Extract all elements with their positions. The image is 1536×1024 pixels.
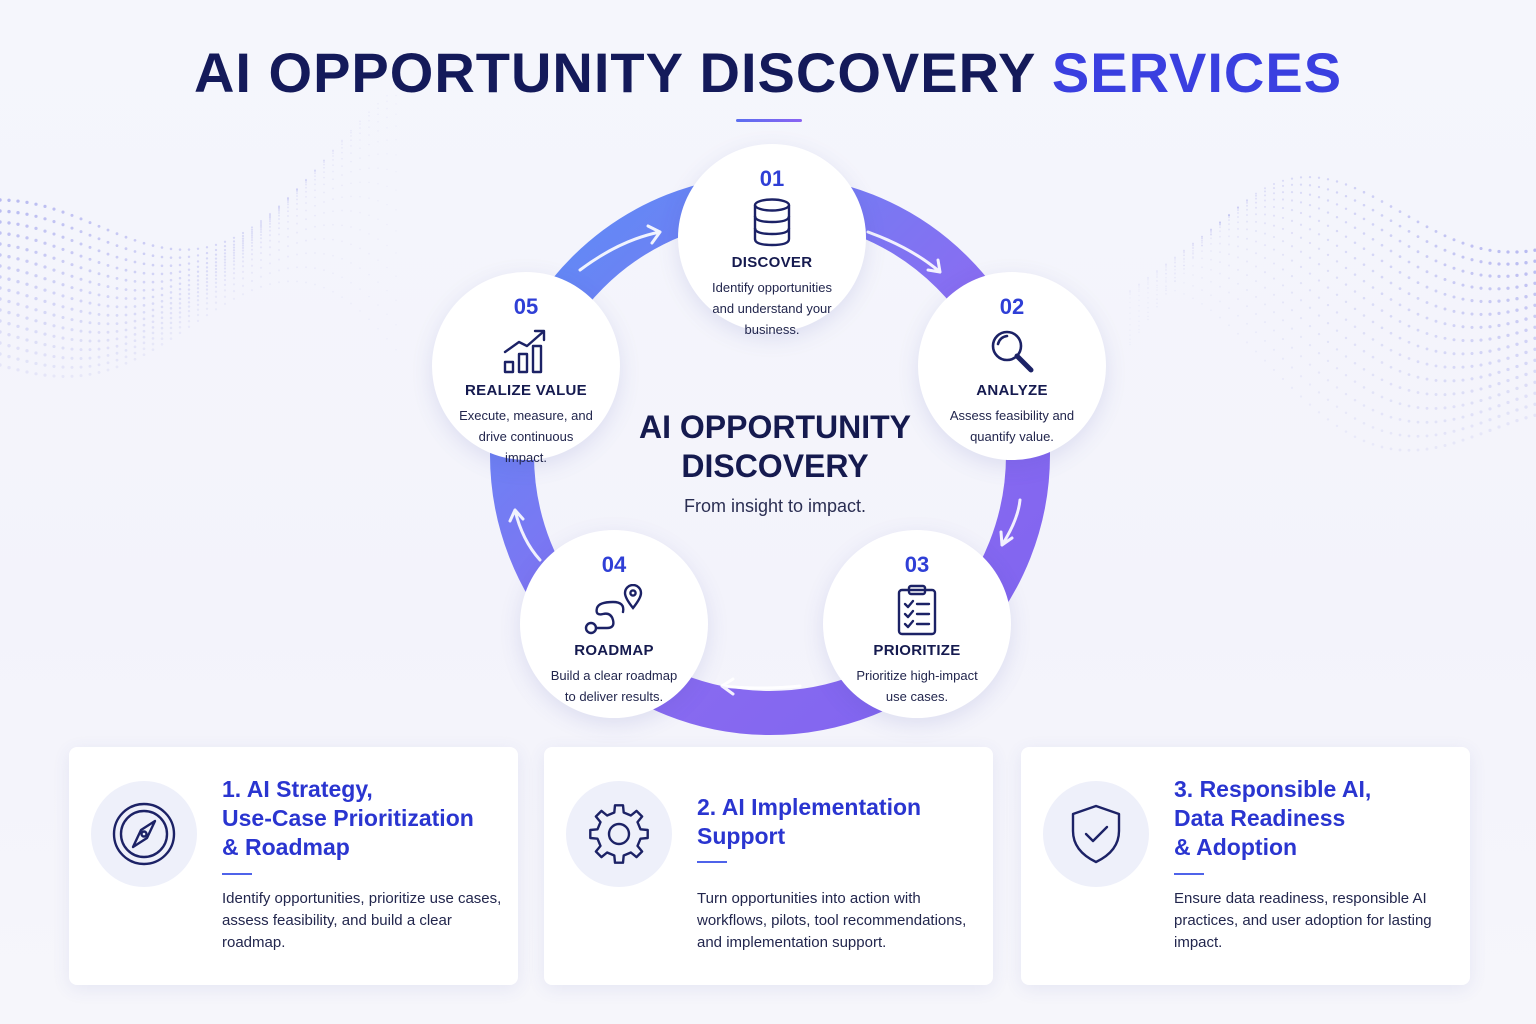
step-number: 02 bbox=[999, 294, 1025, 319]
step-label: REALIZE VALUE bbox=[465, 382, 587, 399]
dot-field bbox=[0, 87, 1536, 452]
growth-chart-icon bbox=[503, 329, 546, 374]
card-body: Identify opportunities, prioritize use c… bbox=[222, 890, 502, 951]
checklist-icon bbox=[897, 584, 937, 636]
compass-icon bbox=[112, 802, 176, 866]
card-heading: 2. AI Implementation Support bbox=[697, 794, 922, 849]
magnifier-icon bbox=[991, 330, 1034, 373]
arrow-01-02 bbox=[866, 230, 942, 274]
center-subtitle: From insight to impact. bbox=[683, 496, 867, 516]
step-description: Prioritize high-impact use cases. bbox=[856, 668, 978, 704]
arrow-04-05 bbox=[508, 508, 542, 562]
card-icon-badge bbox=[1043, 781, 1149, 887]
step-roadmap: 04 ROADMAP Build a clear roadmap to deli… bbox=[520, 530, 708, 718]
service-card-strategy: 1. AI Strategy, Use-Case Prioritization … bbox=[69, 747, 518, 985]
step-label: DISCOVER bbox=[731, 254, 813, 271]
step-prioritize: 03 PRIORITIZE Prioritize high-impact use… bbox=[823, 530, 1011, 718]
page-title-main: AI OPPORTUNITY DISCOVERY bbox=[193, 41, 1036, 104]
card-body: Ensure data readiness, responsible AI pr… bbox=[1174, 890, 1432, 951]
center-caption: AI OPPORTUNITY DISCOVERY From insight to… bbox=[620, 408, 930, 517]
card-divider bbox=[1174, 873, 1204, 875]
arrow-02-03 bbox=[999, 498, 1022, 547]
ring-arrows bbox=[508, 224, 1022, 696]
card-icon-badge bbox=[566, 781, 672, 887]
center-title: AI OPPORTUNITY DISCOVERY bbox=[638, 409, 911, 484]
card-divider bbox=[222, 873, 252, 875]
card-heading: 1. AI Strategy, Use-Case Prioritization … bbox=[222, 776, 474, 860]
step-number: 05 bbox=[513, 294, 539, 319]
step-description: Execute, measure, and drive continuous i… bbox=[459, 408, 593, 465]
card-icon-badge bbox=[91, 781, 197, 887]
step-number: 01 bbox=[759, 166, 785, 191]
arrow-03-04 bbox=[720, 677, 802, 696]
card-heading: 3. Responsible AI, Data Readiness & Adop… bbox=[1174, 776, 1372, 860]
step-label: PRIORITIZE bbox=[873, 642, 961, 659]
gear-icon bbox=[589, 804, 649, 864]
step-label: ROADMAP bbox=[574, 642, 654, 659]
step-number: 04 bbox=[601, 552, 627, 577]
step-realize-value: 05 REALIZE VALUE Execute, measure, and d… bbox=[432, 272, 620, 465]
step-analyze: 02 ANALYZE Assess feasibility and quanti… bbox=[918, 272, 1106, 460]
card-divider bbox=[697, 861, 727, 863]
shield-check-icon bbox=[1071, 804, 1121, 864]
step-description: Assess feasibility and quantify value. bbox=[949, 408, 1075, 444]
route-icon bbox=[584, 584, 643, 635]
database-icon bbox=[753, 198, 791, 247]
step-description: Identify opportunities and understand yo… bbox=[712, 280, 832, 337]
step-description: Build a clear roadmap to deliver results… bbox=[550, 668, 678, 704]
card-body: Turn opportunities into action with work… bbox=[697, 890, 967, 951]
gear-hub bbox=[607, 822, 631, 846]
step-discover: 01 DISCOVER Identify opportunities and u… bbox=[678, 144, 866, 337]
page-title: AI OPPORTUNITY DISCOVERY SERVICES bbox=[0, 40, 1536, 105]
service-card-implementation: 2. AI Implementation Support Turn opport… bbox=[544, 747, 993, 985]
title-underline bbox=[736, 119, 802, 122]
step-number: 03 bbox=[904, 552, 930, 577]
step-label: ANALYZE bbox=[976, 382, 1048, 399]
arrow-05-01 bbox=[578, 224, 662, 272]
service-card-responsible-ai: 3. Responsible AI, Data Readiness & Adop… bbox=[1021, 747, 1470, 985]
gear-outline bbox=[589, 804, 649, 864]
page-title-accent: SERVICES bbox=[1051, 41, 1343, 104]
